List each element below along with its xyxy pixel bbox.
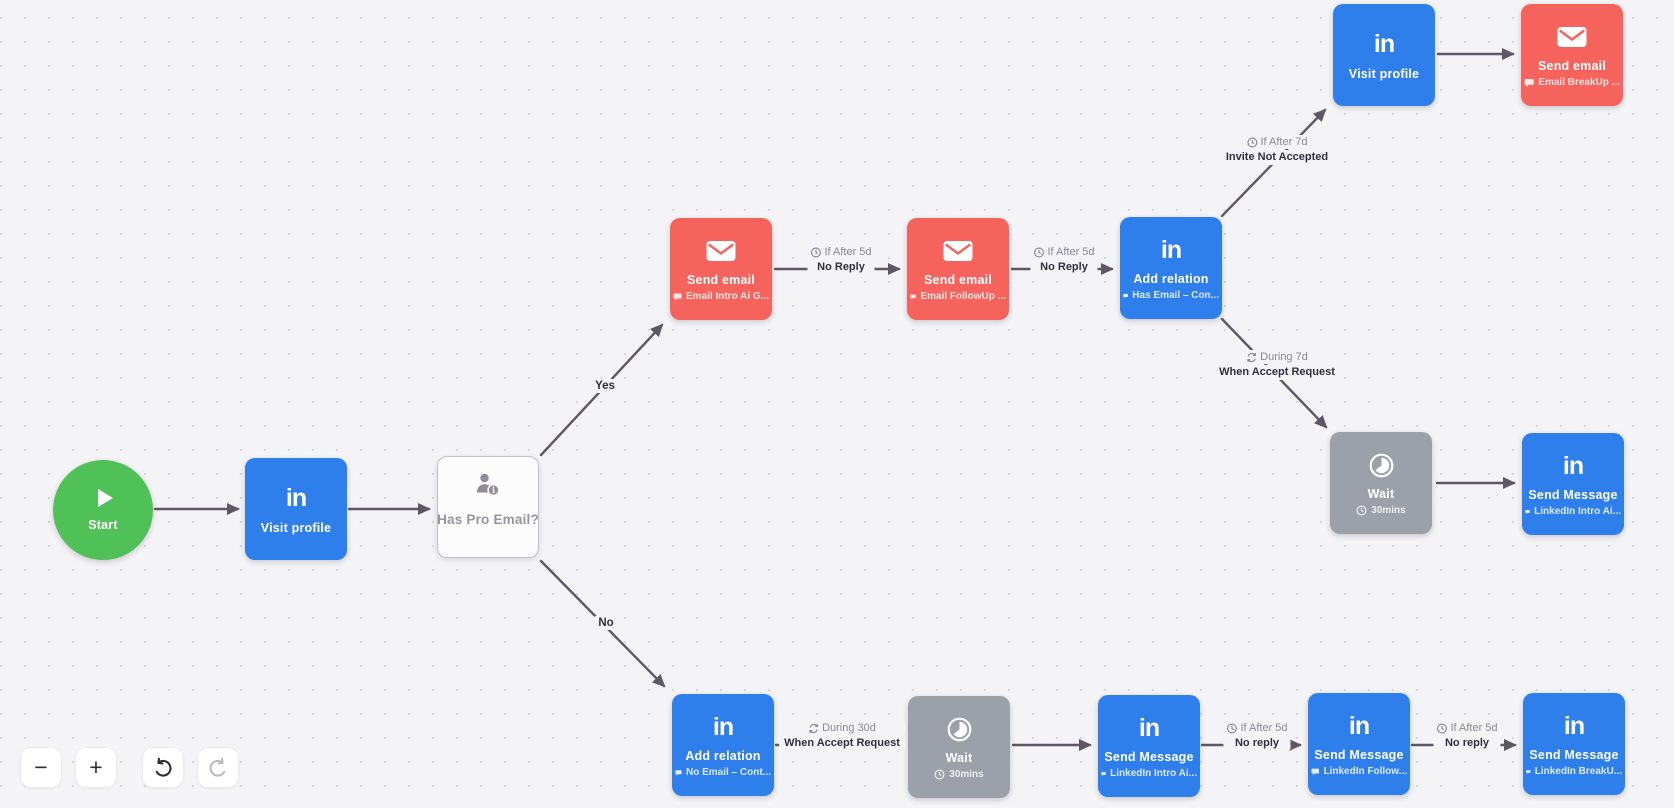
node-send-email-followup[interactable]: Send email Email FollowUp ... (907, 218, 1009, 320)
redo-button[interactable] (197, 747, 239, 788)
clock-icon (1226, 723, 1237, 733)
node-title: Has Pro Email? (437, 512, 539, 527)
node-has-pro-email[interactable]: i Has Pro Email? (437, 456, 539, 558)
node-send-email-breakup[interactable]: Send email Email BreakUp ... (1521, 4, 1623, 106)
node-title: Send Message (1529, 748, 1619, 762)
node-title: Send email (1538, 59, 1606, 73)
node-title: Add relation (1133, 272, 1209, 286)
chat-bubble-icon (910, 293, 917, 300)
node-send-message-intro-accept[interactable]: in Send Message LinkedIn Intro Ai... (1522, 433, 1624, 535)
node-title: Add relation (685, 749, 761, 763)
chat-bubble-icon (675, 769, 682, 776)
linkedin-icon: in (1562, 451, 1584, 480)
branch-label-no: No (593, 616, 619, 630)
node-subtitle: Email BreakUp ... (1524, 77, 1620, 88)
node-send-message-intro[interactable]: in Send Message LinkedIn Intro Ai... (1098, 695, 1200, 797)
clock-icon (1246, 137, 1257, 147)
branch-label-yes: Yes (590, 379, 620, 393)
node-title: Send Message (1528, 488, 1618, 502)
linkedin-icon: in (1348, 711, 1370, 740)
node-title: Send Message (1314, 748, 1404, 762)
repeat-icon (1247, 352, 1256, 362)
clock-icon (1436, 723, 1447, 733)
linkedin-icon: in (712, 712, 734, 741)
chat-bubble-icon (1123, 293, 1128, 298)
envelope-icon (1556, 22, 1588, 52)
node-title: Send email (687, 273, 755, 287)
node-subtitle: Email Intro Ai G... (673, 291, 769, 302)
edge-label-after5d-noreply-4: If After 5d No reply (1433, 721, 1501, 751)
node-title: Wait (945, 751, 973, 765)
node-subtitle: LinkedIn Intro Ai... (1101, 768, 1197, 779)
redo-arrow-icon (209, 757, 226, 777)
pie-clock-icon (946, 714, 973, 744)
node-send-email-intro[interactable]: Send email Email Intro Ai G... (670, 218, 772, 320)
linkedin-icon: in (285, 484, 307, 512)
zoom-out-button[interactable]: − (20, 747, 62, 788)
chat-bubble-icon (1526, 769, 1531, 774)
node-subtitle: LinkedIn Intro Ai... (1525, 506, 1621, 517)
edge-label-during7d-accept: During 7d When Accept Request (1214, 350, 1340, 380)
node-wait-no-email[interactable]: Wait 30mins (908, 696, 1010, 798)
node-title: Start (88, 517, 118, 532)
chat-bubble-icon (1524, 78, 1534, 87)
node-visit-profile-1[interactable]: in Visit profile (245, 458, 347, 560)
chat-bubble-icon (1101, 771, 1106, 776)
node-subtitle: 30mins (1356, 505, 1406, 516)
clock-icon (810, 247, 821, 257)
node-visit-profile-2[interactable]: in Visit profile (1333, 4, 1435, 106)
edge-label-during30d-accept: During 30d When Accept Request (779, 721, 905, 751)
node-subtitle: No Email – Cont... (675, 767, 771, 778)
linkedin-icon: in (1160, 235, 1182, 264)
node-wait-after-accept[interactable]: Wait 30mins (1330, 432, 1432, 534)
node-send-message-breakup[interactable]: in Send Message LinkedIn BreakU... (1523, 693, 1625, 795)
canvas-controls: − + (20, 747, 239, 788)
edge-label-after7d-invite: If After 7d Invite Not Accepted (1220, 135, 1334, 165)
node-subtitle: 30mins (934, 769, 984, 780)
node-subtitle: LinkedIn Follow... (1311, 766, 1407, 777)
node-subtitle: LinkedIn BreakU... (1526, 766, 1622, 777)
node-add-relation-no-email[interactable]: in Add relation No Email – Cont... (672, 694, 774, 796)
minus-icon: − (34, 754, 48, 780)
node-title: Visit profile (1348, 66, 1420, 81)
undo-button[interactable] (142, 747, 184, 788)
person-info-icon: i (473, 470, 503, 500)
edge-label-after5d-noreply-2: If After 5d No Reply (1030, 245, 1098, 275)
linkedin-icon: in (1563, 711, 1585, 740)
plus-icon: + (89, 754, 103, 780)
edge-label-after5d-noreply-3: If After 5d No reply (1223, 721, 1291, 751)
undo-arrow-icon (155, 757, 172, 777)
node-title: Visit profile (260, 520, 332, 535)
node-title: Send Message (1104, 750, 1194, 764)
clock-icon (1356, 505, 1367, 516)
repeat-icon (809, 723, 818, 733)
zoom-in-button[interactable]: + (75, 747, 117, 788)
chat-bubble-icon (673, 292, 682, 301)
node-subtitle: Email FollowUp ... (910, 291, 1006, 302)
chat-bubble-icon (1525, 509, 1530, 514)
node-subtitle: Has Email – Con... (1123, 290, 1219, 301)
edge-label-after5d-noreply-1: If After 5d No Reply (807, 245, 875, 275)
svg-text:i: i (492, 485, 495, 495)
clock-icon (1033, 247, 1044, 257)
linkedin-icon: in (1373, 30, 1395, 58)
linkedin-icon: in (1138, 713, 1160, 742)
play-icon (98, 488, 113, 507)
node-start[interactable]: Start (53, 460, 153, 560)
node-send-message-follow[interactable]: in Send Message LinkedIn Follow... (1308, 693, 1410, 795)
clock-icon (934, 769, 945, 780)
node-title: Send email (924, 273, 992, 287)
envelope-icon (942, 236, 974, 266)
node-add-relation-has-email[interactable]: in Add relation Has Email – Con... (1120, 217, 1222, 319)
envelope-icon (705, 236, 737, 266)
node-title: Wait (1367, 487, 1395, 501)
chat-bubble-icon (1311, 768, 1319, 775)
pie-clock-icon (1368, 450, 1395, 480)
